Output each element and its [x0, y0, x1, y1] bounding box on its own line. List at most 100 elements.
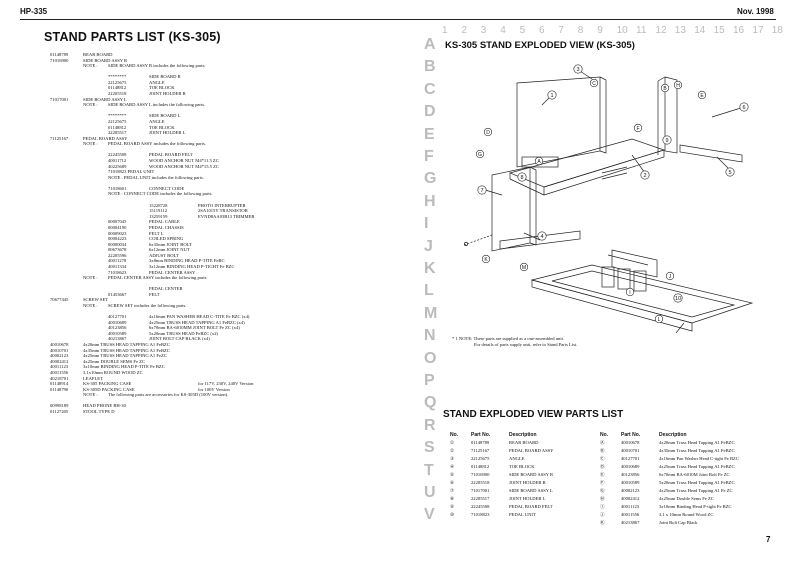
parts-list-cell: 01148812	[108, 124, 127, 130]
svg-text:B: B	[663, 86, 667, 92]
parts-list-line: 01148812 TOE BLOCK	[50, 125, 390, 131]
parts-list-line: NOTE :SCREW SET includes the following p…	[50, 303, 390, 309]
svg-text:D: D	[486, 130, 490, 136]
parts-list-cell: NOTE :	[83, 303, 98, 309]
table-cell: ⑥	[450, 480, 455, 485]
table-header-cell: Description	[659, 432, 687, 438]
parts-list-cell: 6x70mm BA-6010MM JOINT BOLT Fe ZC (x4)	[149, 325, 240, 331]
parts-list-cell: SIDE BOARD ASSY R includes the following…	[108, 63, 206, 69]
parts-list-cell: 4x25mm DOUBLE SEMS Fe ZC	[83, 358, 146, 364]
grid-column-number: 17	[752, 25, 764, 36]
callout-6: 6	[739, 102, 749, 112]
parts-list-cell: PEDAL CHASSIS	[149, 224, 184, 230]
grid-row-letter: F	[424, 148, 434, 165]
table-cell: 4x25mm Truss Head Tapping A1 FeBZC	[659, 464, 735, 469]
table-cell: 40010701	[621, 448, 640, 453]
callout-7: 7	[477, 185, 487, 195]
parts-list-cell: 40010701	[50, 347, 69, 353]
callout-L: L	[654, 314, 664, 324]
parts-list-cell: 2SA1015Y TRANSISTOR	[198, 208, 248, 214]
svg-text:G: G	[478, 152, 482, 158]
parts-list-cell: 22245508	[108, 152, 127, 158]
parts-list-cell: WOOD ANCHOR NUT M4*11.5 ZC	[149, 157, 219, 163]
parts-list-cell: 15119112	[149, 208, 168, 214]
parts-list-cell: FELT L	[149, 230, 164, 236]
table-cell: ⑦	[450, 488, 455, 493]
parts-list-cell: 01148812	[108, 85, 127, 91]
svg-text:M: M	[522, 265, 526, 271]
parts-list-cell: CONNECT CODE	[149, 185, 185, 191]
table-cell: ④	[450, 464, 455, 469]
parts-list-cell: SIDE BOARD ASSY L includes the following…	[108, 102, 206, 108]
parts-list-line: NOTE :PEDAL BOARD ASSY includes the foll…	[50, 141, 390, 147]
table-cell: REAR BOARD	[509, 440, 539, 445]
parts-list-cell: 40010689	[108, 319, 127, 325]
parts-list-cell: TOE BLOCK	[149, 124, 175, 130]
parts-list-cell: 22125675	[108, 79, 127, 85]
parts-list-cell: 01148790	[50, 386, 69, 392]
table-cell: 01148812	[471, 464, 490, 469]
table-cell: 40002123	[621, 488, 640, 493]
grid-column-number: 4	[500, 25, 506, 36]
parts-list-cell: ANGLE	[149, 118, 165, 124]
doc-model: HP-335	[20, 7, 48, 16]
callout-9: 9	[662, 135, 672, 145]
parts-list-cell: COILED SPRING	[149, 236, 184, 242]
parts-list-cell: REAR BOARD	[83, 52, 113, 57]
callout-D: D	[483, 127, 493, 137]
parts-list-cell: 4x20mm TRUSS HEAD TAPPING A1 FeBZC	[83, 342, 170, 348]
table-cell: ②	[450, 448, 455, 453]
table-cell: 71016900	[471, 472, 490, 477]
table-header-cell: No.	[450, 432, 459, 438]
grid-row-letter: G	[424, 170, 437, 188]
table-cell: Ⓘ	[600, 504, 605, 509]
table-cell: SIDE BOARD ASSY R	[509, 472, 554, 477]
callout-B: B	[660, 83, 670, 93]
table-cell: JOINT HOLDER L	[509, 496, 546, 501]
svg-text:5: 5	[728, 170, 731, 176]
parts-list-cell: 4x25mm TRUSS HEAD TAPPING A1 FeZC	[83, 353, 167, 359]
table-cell: Ⓗ	[600, 496, 605, 501]
parts-list-cell: 3x12mm BINDING HEAD P-TIGHT Fe BZC	[149, 263, 235, 269]
table-cell: 40010589	[621, 480, 640, 485]
parts-list-cell: 40010678	[50, 342, 69, 348]
svg-text:A: A	[537, 159, 541, 165]
parts-list-cell: 00007045	[108, 219, 127, 225]
parts-list-cell: NOTE :	[83, 141, 98, 147]
callout-8: 8	[517, 172, 527, 182]
grid-row-letter: S	[424, 439, 435, 457]
parts-list-cell: 3.1x10mm ROUND WOOD ZC	[83, 369, 143, 375]
grid-column-number: 9	[597, 25, 603, 36]
callout-I: I	[625, 287, 635, 297]
parts-list-cell: 00009023	[108, 230, 127, 236]
parts-list-cell: 40218701	[50, 375, 69, 381]
svg-text:7: 7	[480, 188, 483, 194]
table-cell: TOE BLOCK	[509, 464, 535, 469]
parts-list-cell: 6x12mm JOINT NUT	[149, 247, 190, 253]
table-cell: 4x20mm Truss Head Tapping A1 FeBZC	[659, 440, 735, 445]
parts-list-cell: PEDAL BOARD FELT	[149, 152, 193, 158]
table-cell: PEDAL BOARD ASSY	[509, 448, 554, 453]
callout-2: 2	[640, 170, 650, 180]
parts-list-cell: 4x25mm TRUSS HEAD TAPPING A1 FeBZC (x4)	[149, 319, 245, 325]
parts-list-cell: ANGLE	[149, 79, 165, 85]
parts-list-cell: SIDE BOARD R	[149, 74, 181, 80]
table-cell: 40011556	[621, 512, 640, 517]
table-cell: 40010678	[621, 440, 640, 445]
